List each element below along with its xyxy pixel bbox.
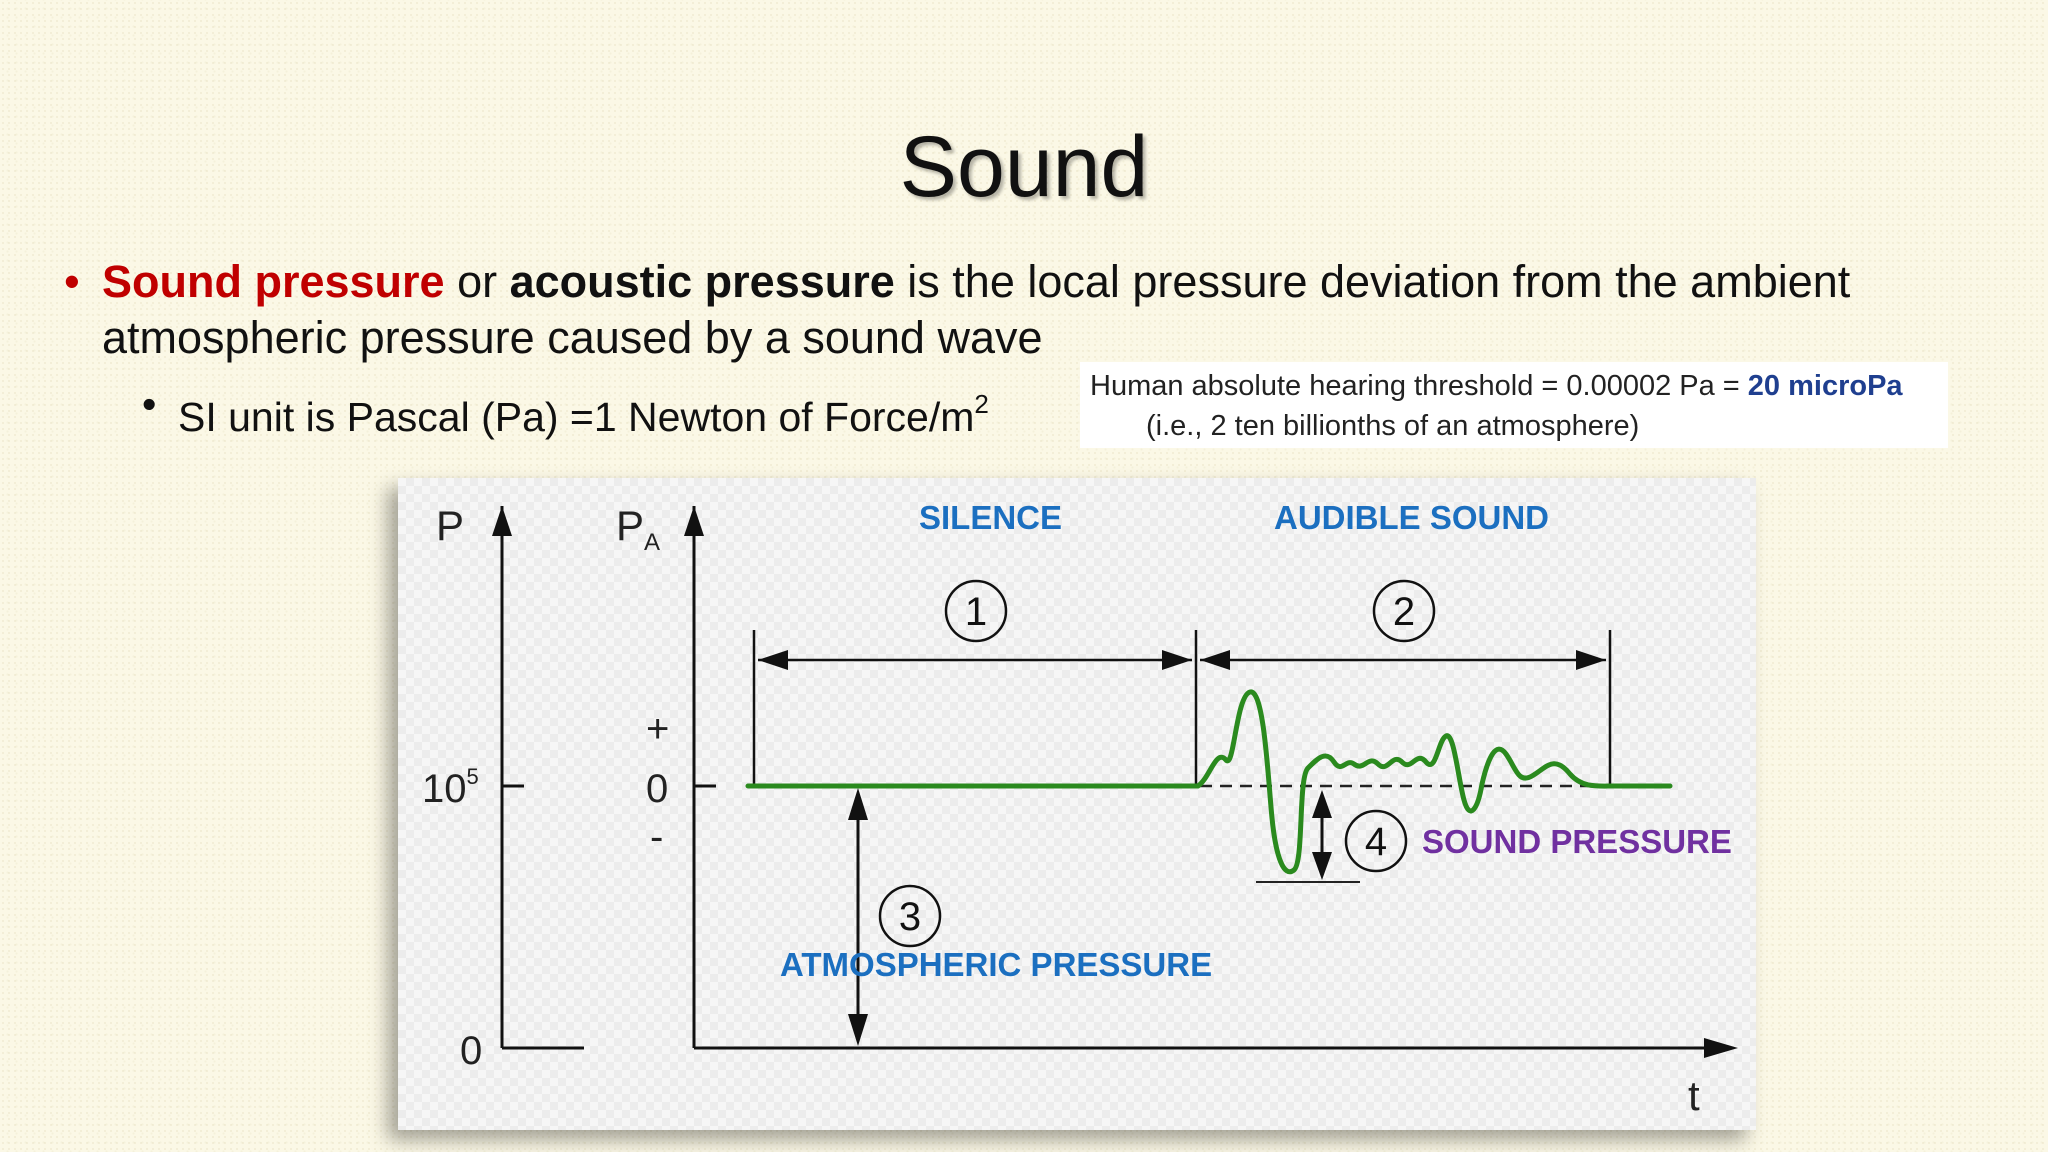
hearing-threshold-prefix: Human absolute hearing threshold = 0.000… — [1090, 370, 1748, 402]
marker-1: 1 — [944, 579, 1008, 643]
marker-3: 3 — [878, 884, 942, 948]
tick-label-minus: - — [650, 815, 663, 859]
silence-arrowhead-left — [758, 650, 788, 670]
marker-2: 2 — [1372, 579, 1436, 643]
si-unit-superscript: 2 — [974, 389, 989, 419]
atmospheric-arrowhead-top — [848, 788, 868, 820]
marker-1-text: 1 — [965, 590, 987, 634]
bullet-joiner: or — [444, 256, 510, 307]
hearing-threshold-value: 20 microPa — [1747, 370, 1903, 402]
pa-axis-arrowhead — [684, 506, 704, 536]
tick-label-zero: 0 — [460, 1029, 482, 1073]
diagram-svg: P 105 0 PA + 0 - t SILENCE AUDIBLE SOUND — [422, 499, 1738, 1119]
sound-pressure-diagram: P 105 0 PA + 0 - t SILENCE AUDIBLE SOUND — [398, 478, 1756, 1130]
pressure-waveform — [745, 689, 1673, 875]
bullet-definition: is the local pressure deviation from the… — [102, 256, 1851, 363]
tick-label-pa-zero: 0 — [646, 767, 668, 811]
tick-1e5-sup: 5 — [467, 764, 479, 789]
bullet-dot: • — [64, 256, 80, 307]
marker-3-text: 3 — [899, 895, 921, 939]
sound-pressure-label: SOUND PRESSURE — [1422, 823, 1732, 860]
time-axis-arrowhead — [1704, 1038, 1738, 1058]
si-unit-text: SI unit is Pascal (Pa) =1 Newton of Forc… — [178, 394, 975, 440]
hearing-threshold-line1: Human absolute hearing threshold = 0.000… — [1090, 366, 1938, 406]
atmospheric-arrowhead-bottom — [848, 1014, 868, 1046]
audible-arrowhead-left — [1200, 650, 1230, 670]
marker-4-text: 4 — [1365, 820, 1387, 864]
bullet-si-unit: • SI unit is Pascal (Pa) =1 Newton of Fo… — [142, 378, 989, 443]
hearing-threshold-line2: (i.e., 2 ten billionths of an atmosphere… — [1146, 410, 1640, 442]
bullet-sound-pressure: • Sound pressure or acoustic pressure is… — [64, 254, 1962, 366]
pa-axis-label: PA — [616, 502, 660, 556]
tick-label-1e5: 105 — [422, 764, 479, 811]
marker-4: 4 — [1344, 809, 1408, 873]
atmospheric-pressure-label: ATMOSPHERIC PRESSURE — [780, 946, 1212, 983]
marker-2-text: 2 — [1393, 590, 1415, 634]
p-axis-label: P — [436, 502, 464, 549]
sound-pressure-arrowhead-top — [1312, 790, 1332, 818]
audible-sound-label: AUDIBLE SOUND — [1274, 499, 1549, 536]
hearing-threshold-note: Human absolute hearing threshold = 0.000… — [1080, 362, 1948, 448]
time-axis-label: t — [1688, 1072, 1700, 1119]
pa-axis-sub: A — [644, 529, 660, 556]
tick-1e5-base: 10 — [422, 767, 467, 811]
term-acoustic-pressure: acoustic pressure — [509, 256, 895, 307]
silence-arrowhead-right — [1162, 650, 1192, 670]
audible-arrowhead-right — [1576, 650, 1606, 670]
term-sound-pressure: Sound pressure — [102, 256, 445, 307]
slide-title: Sound — [899, 119, 1149, 215]
pa-axis-p: P — [616, 502, 644, 549]
sub-bullet-dot: • — [142, 381, 157, 427]
sound-pressure-arrowhead-bottom — [1312, 852, 1332, 880]
p-axis-arrowhead — [492, 506, 512, 536]
tick-label-plus: + — [646, 707, 669, 751]
silence-label: SILENCE — [919, 499, 1062, 536]
